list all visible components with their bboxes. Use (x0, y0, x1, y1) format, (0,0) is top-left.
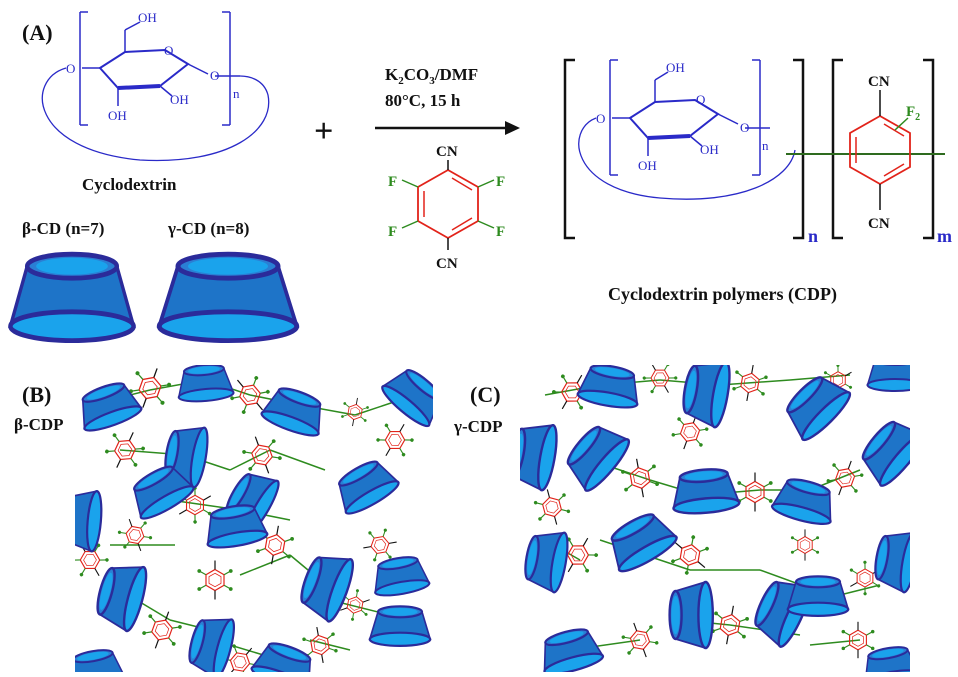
cdp-o-left: O (596, 111, 605, 126)
poly-m-subscript: m (937, 226, 952, 246)
cd-oh-mid2: OH (170, 92, 189, 107)
cdp-oh-mid2: OH (700, 142, 719, 157)
plus-sign: + (314, 113, 333, 150)
reaction-condition-temp-time: 80°C, 15 h (385, 91, 461, 110)
cdp-oh-mid1: OH (638, 158, 657, 173)
cd-n-subscript: n (233, 86, 240, 101)
cdp-o-right: O (740, 120, 749, 135)
gamma-cdp-network (520, 365, 910, 672)
cyclodextrin-name: Cyclodextrin (82, 175, 177, 194)
gamma-cdp-label: γ-CDP (453, 417, 503, 436)
panel-b-label: (B) (22, 382, 51, 407)
panel-a-label: (A) (22, 20, 53, 45)
beta-cd-label: β-CD (n=7) (22, 219, 104, 238)
poly-cn-top: CN (868, 74, 890, 90)
beta-cd-cone (10, 254, 133, 340)
poly-f2: F2 (906, 104, 920, 123)
cd-o-ring: O (164, 43, 173, 58)
cdp-o-ring: O (696, 92, 705, 107)
beta-cdp-network (75, 365, 433, 672)
tfp-f-upper-left: F (388, 174, 397, 190)
tfp-f-lower-left: F (388, 224, 397, 240)
tfp-cn-top: CN (436, 144, 458, 160)
reaction-arrow (375, 121, 520, 135)
cdp-n-subscript: n (762, 138, 769, 153)
gamma-cd-label: γ-CD (n=8) (167, 219, 249, 238)
panel-c-label: (C) (470, 382, 501, 407)
cdp-name: Cyclodextrin polymers (CDP) (608, 284, 837, 305)
beta-cdp-label: β-CDP (14, 415, 64, 434)
tfp-f-upper-right: F (496, 174, 505, 190)
tfp-molecule: CN CN F F F F (388, 144, 505, 272)
cdp-oh-top: OH (666, 60, 685, 75)
tfp-cn-bottom: CN (436, 256, 458, 272)
cd-oh-mid1: OH (108, 108, 127, 123)
poly-n-subscript: n (808, 226, 818, 246)
reaction-condition-reagents: K2CO3/DMF (385, 65, 478, 87)
cd-o-right: O (210, 68, 219, 83)
poly-cn-bottom: CN (868, 216, 890, 232)
gamma-cd-cone (159, 254, 297, 340)
cyclodextrin-structure: OH OH OH O O O n (41, 10, 270, 162)
cdp-structure: n m OH OH OH O O O n (563, 58, 952, 246)
cd-o-left: O (66, 61, 75, 76)
cd-oh-top: OH (138, 10, 157, 25)
tfp-f-lower-right: F (496, 224, 505, 240)
